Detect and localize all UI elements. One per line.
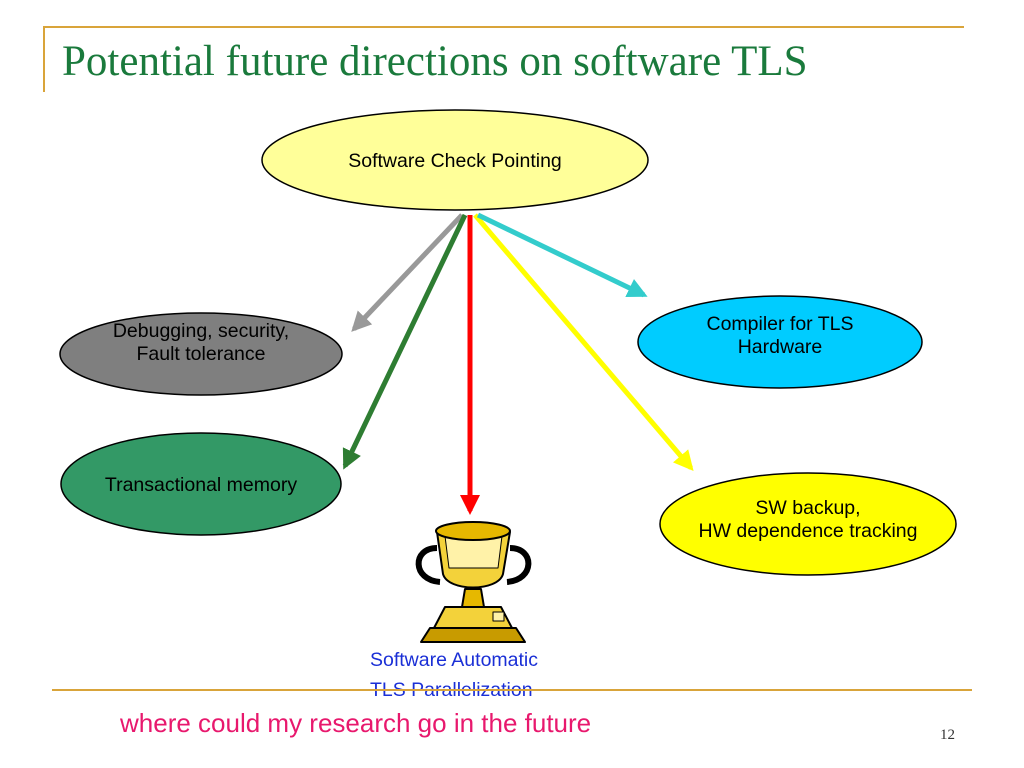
node-compiler-line-1: Compiler for TLS: [706, 313, 854, 335]
bottom-rule: [52, 689, 972, 691]
node-root-line-1: Software Check Pointing: [348, 150, 562, 172]
node-transactional-ellipse: [60, 432, 342, 536]
node-root-label: Software Check Pointing: [262, 150, 648, 173]
arrow-to-transactional: [342, 213, 468, 470]
node-root-ellipse: [261, 109, 649, 211]
node-sw-backup-line-2: HW dependence tracking: [698, 520, 918, 542]
arrow-to-debugging: [351, 213, 464, 332]
page-number: 12: [940, 727, 955, 743]
footer-note: where could my research go in the future: [120, 708, 592, 738]
node-transactional-line-1: Transactional memory: [104, 474, 298, 496]
node-compiler-ellipse: [637, 295, 923, 389]
arrow-to-compiler: [476, 212, 648, 298]
node-debugging-label: Debugging, security, Fault tolerance: [60, 320, 342, 366]
trophy-icon: [415, 521, 532, 643]
node-sw-backup-label: SW backup, HW dependence tracking: [660, 497, 956, 543]
node-debugging-line-2: Fault tolerance: [136, 343, 266, 365]
trophy-caption-line-1: Software Automatic: [370, 649, 538, 671]
trophy-caption: Software Automatic TLS Parallelization: [370, 645, 538, 705]
node-debugging-ellipse: [59, 312, 343, 396]
node-debugging-line-1: Debugging, security,: [112, 320, 290, 342]
slide-title: Potential future directions on software …: [62, 38, 808, 85]
node-sw-backup-line-1: SW backup,: [755, 497, 861, 519]
title-frame-top: [43, 26, 964, 28]
node-transactional-label: Transactional memory: [61, 474, 341, 497]
node-sw-backup-ellipse: [659, 472, 957, 576]
node-compiler-line-2: Hardware: [737, 336, 823, 358]
node-compiler-label: Compiler for TLS Hardware: [638, 313, 922, 359]
arrow-to-sw-backup: [473, 213, 694, 472]
title-frame-left: [43, 26, 45, 92]
